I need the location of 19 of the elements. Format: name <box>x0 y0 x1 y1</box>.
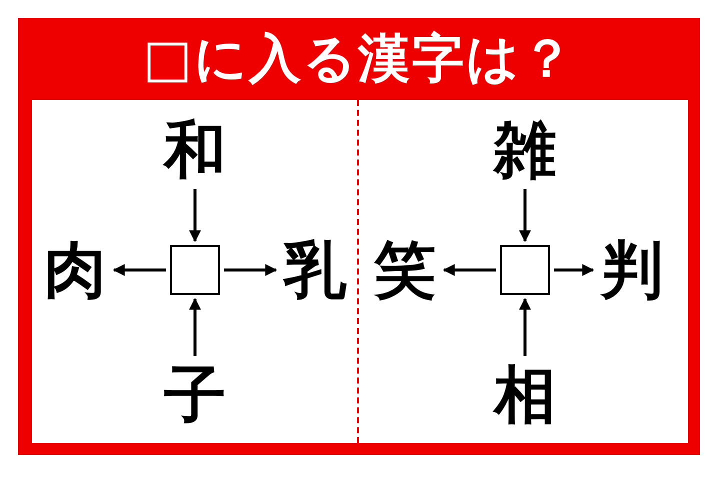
title: □に入る漢字は？ <box>142 28 576 91</box>
arrow <box>519 298 531 356</box>
arrow <box>519 189 531 242</box>
arrow <box>189 189 201 242</box>
blank-square <box>500 245 550 295</box>
arrow <box>112 264 166 276</box>
arrow <box>224 264 278 276</box>
kanji: 笑 <box>370 235 440 305</box>
arrow <box>189 298 201 356</box>
kanji: 雑 <box>490 115 560 185</box>
kanji: 子 <box>160 360 230 430</box>
kanji: 乳 <box>280 235 350 305</box>
arrow <box>554 264 594 276</box>
kanji: 和 <box>160 115 230 185</box>
arrow <box>442 264 496 276</box>
kanji: 判 <box>597 235 667 305</box>
kanji: 肉 <box>40 235 110 305</box>
blank-square <box>170 245 220 295</box>
kanji: 相 <box>490 360 560 430</box>
